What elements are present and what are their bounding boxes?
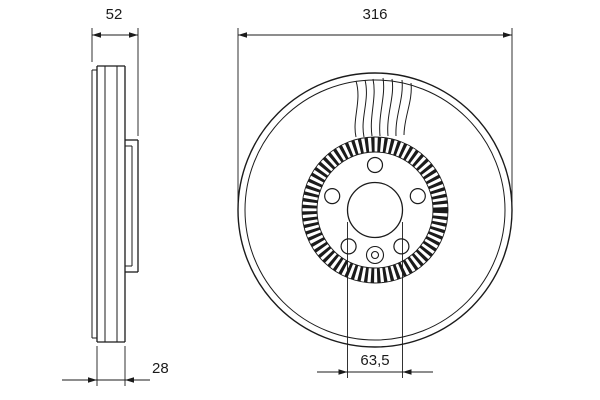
bolt-hole-top (366, 156, 384, 174)
pin-hole-outer (365, 245, 385, 265)
squiggle-line (354, 80, 359, 138)
squiggle-line (387, 78, 394, 137)
dimension-label-total-width: 52 (105, 6, 123, 23)
squiggle-line (370, 78, 375, 137)
friction-ring-inner-circle (244, 79, 506, 341)
bolt-hole-lower-left (340, 238, 357, 255)
tone-ring-teeth (302, 137, 448, 283)
dimension-63-5 (317, 222, 433, 378)
arrowhead (338, 369, 348, 375)
front-view (237, 72, 513, 348)
pin-hole-inner (370, 250, 380, 260)
side-view-cross-section (91, 65, 139, 343)
dimension-label-disc-thickness: 28 (152, 360, 169, 377)
arrowhead (92, 32, 101, 38)
dimension-lines (62, 28, 513, 386)
break-out-section-lines (354, 77, 412, 138)
arrowhead (402, 369, 412, 375)
arrowhead (88, 377, 97, 383)
bolt-hole-lower-right (393, 238, 410, 255)
bolt-hole-upper-left (324, 188, 341, 205)
squiggle-line (395, 79, 403, 137)
bolt-hole-upper-right (409, 188, 426, 205)
locating-pin-hole (365, 245, 385, 265)
arrowhead (238, 32, 247, 38)
squiggle-line (362, 79, 367, 138)
dimension-316 (237, 28, 513, 206)
outer-diameter-circle (237, 72, 513, 348)
arrowhead (503, 32, 512, 38)
bolt-holes (324, 156, 426, 255)
tone-ring-inner-edge (316, 151, 434, 269)
squiggle-line (403, 82, 412, 136)
abs-tone-ring (301, 136, 449, 284)
arrowhead (129, 32, 138, 38)
dimension-52 (91, 28, 139, 136)
center-bore-circle (346, 181, 404, 239)
dimension-label-outer-diameter: 316 (362, 6, 388, 23)
dimension-28 (62, 346, 150, 386)
squiggle-line (379, 77, 385, 137)
dimension-label-center-bore: 63,5 (360, 352, 390, 369)
arrowhead (125, 377, 134, 383)
